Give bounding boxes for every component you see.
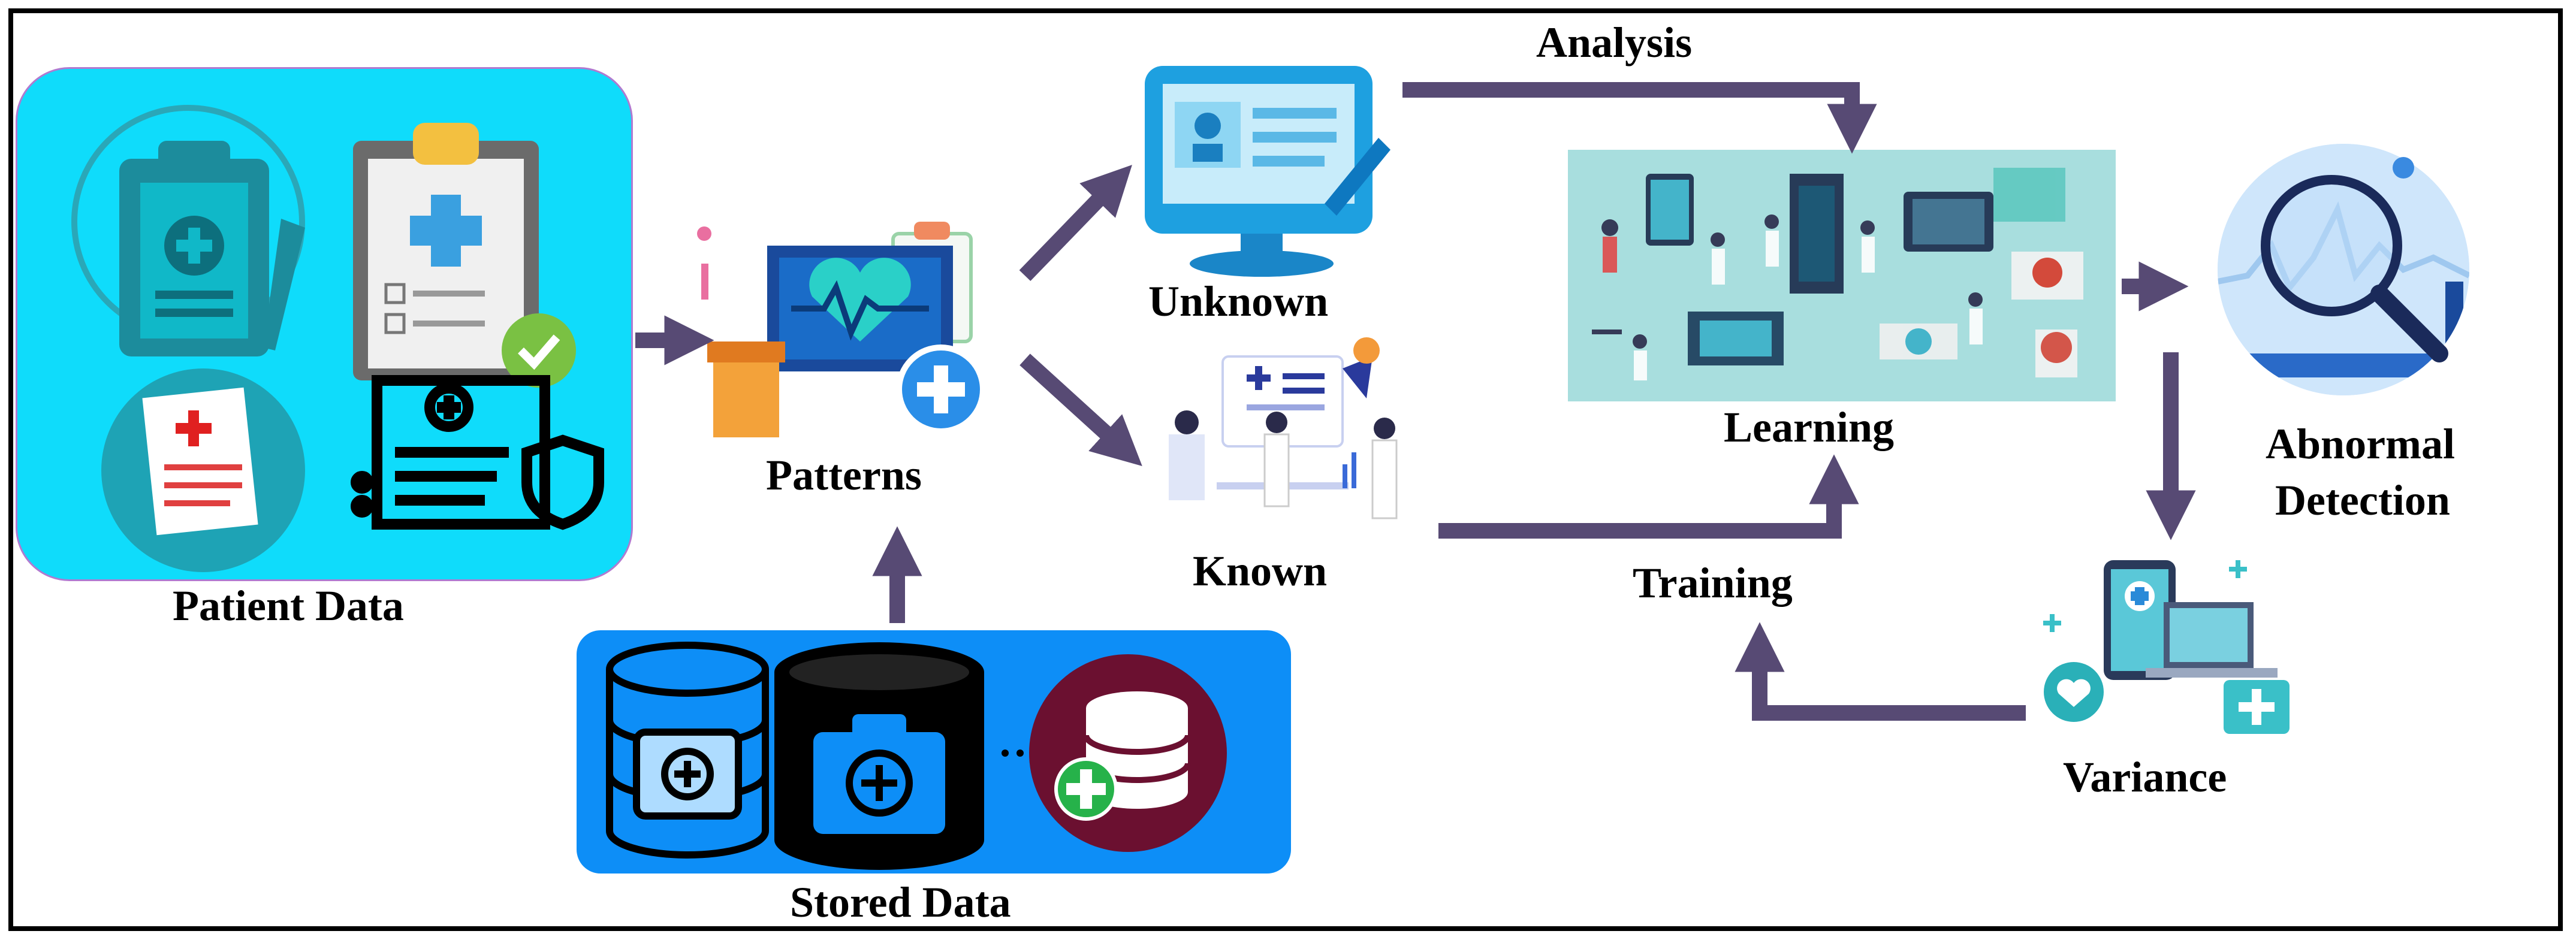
arrow-analysis bbox=[1402, 82, 1877, 154]
variance-devices-icon bbox=[2043, 560, 2290, 734]
stored-data-panel bbox=[577, 630, 1291, 874]
database-icons bbox=[606, 642, 1227, 870]
clipboard-icon bbox=[71, 105, 305, 356]
learning-illustration bbox=[1568, 150, 2116, 401]
patterns-icon bbox=[697, 222, 986, 437]
learning-label: Learning bbox=[1724, 403, 1895, 451]
abnormal-detection-icon bbox=[2218, 144, 2469, 395]
database-add-icon bbox=[1029, 654, 1227, 852]
checklist-icon bbox=[353, 123, 576, 388]
arrow-patterns-to-known bbox=[1019, 353, 1142, 466]
patterns-label: Patterns bbox=[766, 451, 922, 499]
known-label: Known bbox=[1193, 547, 1328, 595]
arrow-known-to-learning bbox=[1438, 454, 1859, 539]
prescription-icon bbox=[101, 368, 305, 572]
arrow-variance-to-training bbox=[1735, 622, 2026, 721]
database-solid-icon bbox=[774, 642, 984, 870]
abnormal-label-line1: Abnormal bbox=[2266, 420, 2456, 468]
diagram-frame bbox=[8, 8, 2563, 931]
analysis-label: Analysis bbox=[1536, 19, 1693, 67]
database-outline-icon bbox=[606, 642, 769, 859]
patient-data-label: Patient Data bbox=[173, 582, 404, 630]
patient-data-icons bbox=[71, 105, 604, 572]
variance-label: Variance bbox=[2063, 753, 2227, 801]
medical-document-icon bbox=[351, 375, 604, 530]
ai-lab-icons bbox=[1592, 168, 2083, 380]
stored-data-label: Stored Data bbox=[790, 878, 1011, 926]
arrow-patterns-to-unknown bbox=[1019, 165, 1132, 282]
patient-data-panel bbox=[16, 67, 633, 581]
unknown-monitor-icon bbox=[1145, 66, 1390, 277]
known-researchers-icon bbox=[1169, 337, 1398, 519]
training-label: Training bbox=[1633, 559, 1793, 607]
unknown-label: Unknown bbox=[1148, 277, 1329, 325]
abnormal-label-line2: Detection bbox=[2275, 476, 2450, 524]
